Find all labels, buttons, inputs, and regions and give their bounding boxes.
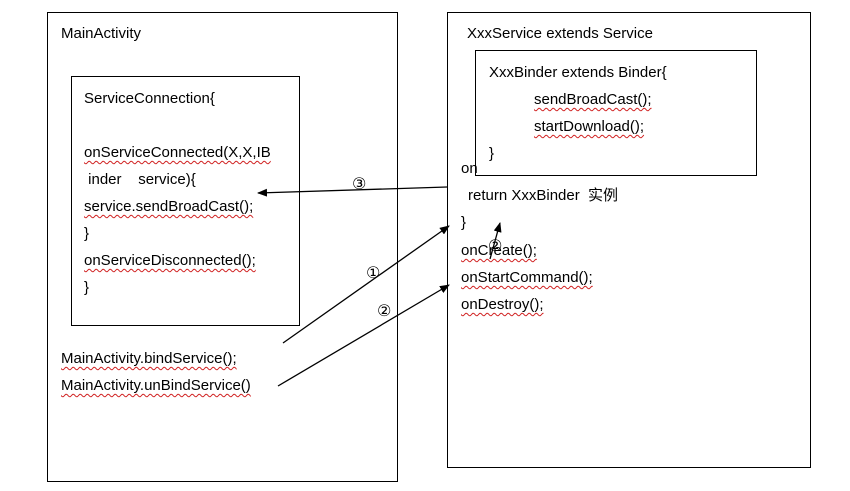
bind-service-call: MainActivity.bindService(); — [61, 350, 237, 367]
on-service-disconnected: onServiceDisconnected(); — [84, 252, 256, 269]
service-connection-close-brace: } — [84, 279, 90, 296]
binder-close-brace: } — [489, 145, 495, 162]
step-1-marker: ① — [366, 265, 381, 282]
main-activity-title: MainActivity — [61, 25, 142, 42]
on-start-command-method: onStartCommand(); — [461, 269, 593, 286]
connected-close-brace: } — [84, 225, 90, 242]
step-2-unbind-marker: ② — [377, 303, 392, 320]
step-3-marker: ③ — [352, 176, 367, 193]
service-connection-box — [71, 76, 300, 326]
binder-method-send-broadcast: sendBroadCast(); — [534, 91, 652, 108]
on-create-method: onCreate(); — [461, 242, 537, 259]
service-connection-header: ServiceConnection{ — [84, 90, 215, 107]
unbind-service-call: MainActivity.unBindService() — [61, 377, 251, 394]
binder-header: XxxBinder extends Binder{ — [489, 64, 667, 81]
send-broadcast-call: service.sendBroadCast(); — [84, 198, 254, 215]
on-destroy-method: onDestroy(); — [461, 296, 544, 313]
on-bind-partial: on — [461, 160, 478, 177]
arrow-step-1-bind — [282, 225, 450, 344]
step-2-bind-marker: ② — [488, 238, 503, 255]
binder-box — [475, 50, 757, 176]
service-close-brace: } — [461, 214, 467, 231]
on-service-connected-line-1: onServiceConnected(X,X,IB — [84, 144, 271, 161]
arrow-step-2-oncreate-to-onbind — [489, 222, 502, 260]
binder-method-start-download: startDownload(); — [534, 118, 645, 135]
service-title: XxxService extends Service — [467, 25, 653, 42]
on-service-connected-line-2: inder service){ — [84, 171, 196, 188]
arrow-step-3-return-binder — [257, 186, 448, 197]
arrow-step-2-unbind — [277, 284, 450, 387]
return-binder-line: return XxxBinder 实例 — [468, 187, 619, 204]
